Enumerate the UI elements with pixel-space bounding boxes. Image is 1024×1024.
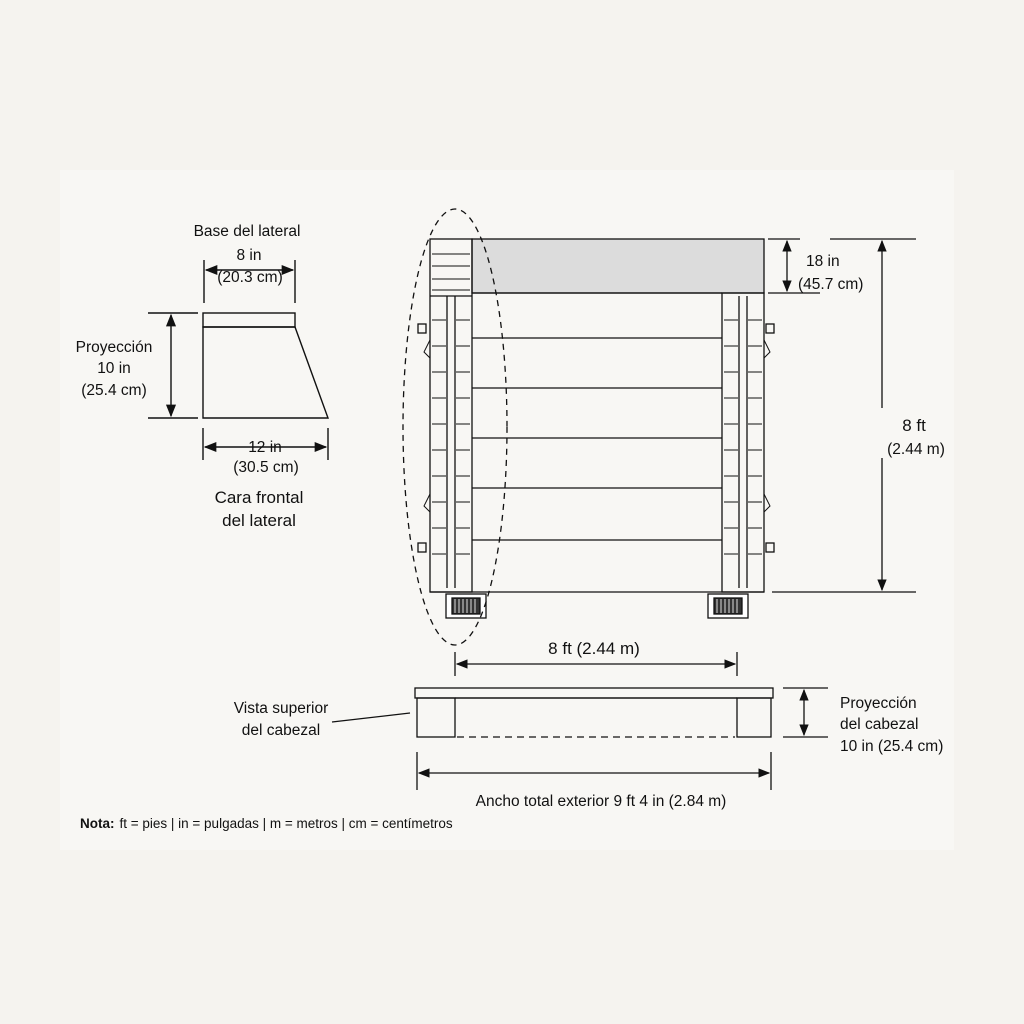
top-view-leader xyxy=(331,712,411,723)
left-bracket-bottom xyxy=(417,542,427,553)
left-bracket-top xyxy=(417,323,427,334)
top-view-label-line2: del cabezal xyxy=(242,722,320,739)
side-caption-line1: Cara frontal xyxy=(215,488,304,507)
top-right-post xyxy=(736,697,772,738)
header-in: 18 in xyxy=(806,253,840,270)
highlight-ellipse xyxy=(402,208,508,646)
top-left-post xyxy=(416,697,456,738)
left-column xyxy=(429,238,473,593)
top-projection-line2: del cabezal xyxy=(840,716,918,733)
top-projection-line3: 10 in (25.4 cm) xyxy=(840,738,943,755)
side-piece-top xyxy=(202,312,296,328)
note: Nota: ft = pies | in = pulgadas | m = met… xyxy=(80,816,453,831)
height-m: (2.44 m) xyxy=(887,441,945,458)
top-view-label-line1: Vista superior xyxy=(234,700,328,717)
projection-cm: (25.4 cm) xyxy=(81,382,146,399)
side-caption-line2: del lateral xyxy=(222,511,296,530)
top-view xyxy=(331,652,828,790)
header-cm: (45.7 cm) xyxy=(798,276,863,293)
width-cm: (30.5 cm) xyxy=(233,459,298,476)
right-bracket-top xyxy=(765,323,775,334)
note-prefix: Nota: xyxy=(80,816,115,831)
right-column xyxy=(721,292,765,593)
height-ft: 8 ft xyxy=(902,416,926,435)
base-in: 8 in xyxy=(237,247,262,264)
projection-label: Proyección xyxy=(76,339,153,356)
width-in: 12 in xyxy=(248,439,282,456)
base-cm: (20.3 cm) xyxy=(217,269,282,286)
total-width-label: Ancho total exterior 9 ft 4 in (2.84 m) xyxy=(476,793,727,810)
base-label: Base del lateral xyxy=(194,223,301,240)
left-foot xyxy=(445,593,487,619)
inner-width-label: 8 ft (2.44 m) xyxy=(548,639,640,658)
front-view xyxy=(402,208,916,646)
right-foot xyxy=(707,593,749,619)
projection-in: 10 in xyxy=(97,360,131,377)
side-piece xyxy=(148,260,329,460)
top-header-board xyxy=(414,687,774,699)
right-bracket-bottom xyxy=(765,542,775,553)
header-band xyxy=(471,238,765,294)
top-projection-line1: Proyección xyxy=(840,695,917,712)
note-text: ft = pies | in = pulgadas | m = metros |… xyxy=(120,816,453,831)
side-piece-face xyxy=(202,326,329,419)
